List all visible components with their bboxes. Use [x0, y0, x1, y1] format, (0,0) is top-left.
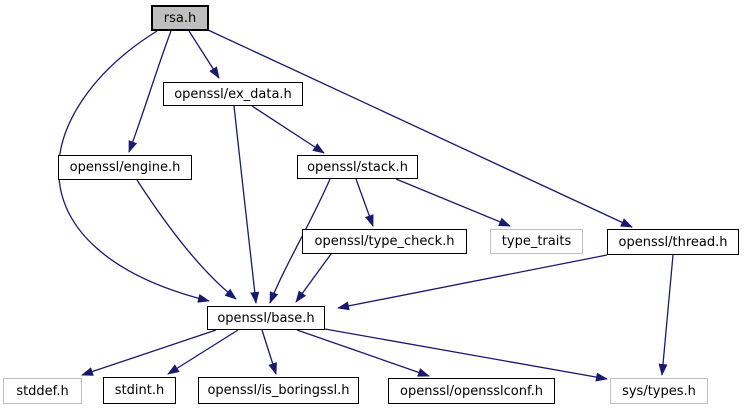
node-label: openssl/opensslconf.h: [400, 383, 543, 399]
node-label: openssl/is_boringssl.h: [207, 383, 350, 398]
node-base[interactable]: openssl/base.h: [207, 306, 325, 330]
node-sys_types: sys/types.h: [610, 378, 708, 404]
node-engine[interactable]: openssl/engine.h: [58, 155, 192, 180]
node-stdint[interactable]: stdint.h: [103, 377, 176, 404]
node-rsa: rsa.h: [151, 5, 209, 31]
node-label: openssl/base.h: [217, 310, 315, 326]
node-label: stddef.h: [16, 383, 69, 399]
node-thread[interactable]: openssl/thread.h: [607, 229, 739, 255]
node-type_check[interactable]: openssl/type_check.h: [302, 229, 467, 254]
edge-ex_data-to-base: [233, 105, 260, 304]
node-label: stdint.h: [114, 383, 165, 398]
edge-rsa-to-engine: [128, 30, 172, 153]
edge-stack-to-base: [269, 178, 331, 304]
node-label: openssl/stack.h: [307, 159, 408, 175]
edge-stack-to-type_check: [355, 178, 374, 227]
node-stack[interactable]: openssl/stack.h: [297, 155, 418, 179]
edges-group: [58, 29, 674, 382]
node-ex_data[interactable]: openssl/ex_data.h: [163, 82, 303, 106]
edge-rsa-to-ex_data: [188, 30, 220, 79]
edge-thread-to-sys_types: [658, 254, 674, 376]
node-label: sys/types.h: [622, 383, 696, 399]
node-opensslconf[interactable]: openssl/opensslconf.h: [388, 378, 555, 404]
edge-type_check-to-base: [295, 253, 332, 303]
node-type_traits: type_traits: [490, 229, 583, 254]
node-label: openssl/ex_data.h: [174, 86, 292, 102]
node-label: type_traits: [501, 234, 572, 249]
edge-base-to-stddef: [81, 329, 217, 376]
edge-rsa-to-thread: [207, 29, 633, 228]
node-label: openssl/engine.h: [69, 160, 181, 175]
edge-base-to-opensslconf: [296, 329, 430, 377]
edge-stack-to-type_traits: [395, 178, 511, 227]
edge-engine-to-base: [136, 179, 237, 300]
edge-thread-to-base: [337, 254, 608, 311]
edge-ex_data-to-stack: [251, 105, 325, 154]
edge-base-to-is_boringssl: [261, 329, 277, 375]
node-label: openssl/type_check.h: [314, 234, 455, 249]
edge-base-to-stdint: [167, 329, 239, 375]
node-label: openssl/thread.h: [618, 234, 728, 250]
node-stddef: stddef.h: [3, 378, 82, 404]
node-label: rsa.h: [163, 10, 197, 26]
edge-base-to-sys_types: [324, 328, 608, 382]
node-is_boringssl[interactable]: openssl/is_boringssl.h: [198, 377, 359, 404]
